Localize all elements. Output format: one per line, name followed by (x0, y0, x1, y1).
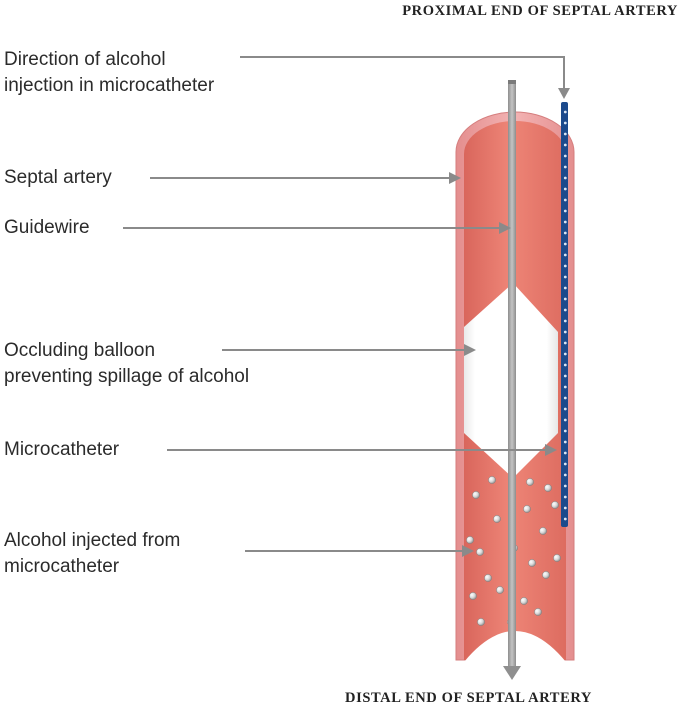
microcatheter-flow-dot (563, 352, 567, 356)
alcohol-droplet (551, 501, 559, 509)
label-guidewire: Guidewire (4, 217, 511, 238)
microcatheter-flow-dot (563, 286, 567, 290)
microcatheter-flow-dot (563, 187, 567, 191)
microcatheter-flow-dot (563, 308, 567, 312)
microcatheter-flow-dot (563, 110, 567, 114)
alcohol-droplet (553, 554, 561, 562)
guidewire-arrowhead (503, 666, 521, 680)
microcatheter-flow-dot (563, 385, 567, 389)
direction-label-line2: injection in microcatheter (4, 75, 215, 96)
microcatheter-flow-dot (563, 198, 567, 202)
microcatheter-flow-dot (563, 517, 567, 521)
alcohol-droplet (477, 618, 485, 626)
alcohol-droplets (466, 476, 561, 626)
alcohol-droplet (539, 527, 547, 535)
microcatheter-flow-dot (563, 319, 567, 323)
guidewire-shaft (508, 82, 516, 668)
microcatheter-label: Microcatheter (4, 439, 120, 460)
microcatheter-flow-dot (563, 242, 567, 246)
microcatheter-alcohol-flow (563, 110, 567, 521)
microcatheter-flow-dot (563, 220, 567, 224)
balloon-label-line1: Occluding balloon (4, 340, 155, 361)
microcatheter-flow-dot (563, 297, 567, 301)
label-direction-of-alcohol: Direction of alcohol injection in microc… (4, 49, 570, 99)
alcohol-droplet (526, 478, 534, 486)
microcatheter-flow-dot (563, 121, 567, 125)
direction-leader-line (240, 56, 565, 88)
alcohol-droplet (496, 586, 504, 594)
guidewire-arrowhead-pointer (499, 222, 511, 234)
alcohol-label-line2: microcatheter (4, 556, 120, 577)
proximal-end-title: PROXIMAL END OF SEPTAL ARTERY (402, 3, 678, 19)
alcohol-droplet (542, 571, 550, 579)
alcohol-droplet (520, 597, 528, 605)
microcatheter-flow-dot (563, 143, 567, 147)
septal-artery-label: Septal artery (4, 167, 112, 188)
microcatheter-arrowhead (545, 444, 557, 456)
alcohol-droplet (493, 515, 501, 523)
balloon-arrowhead (464, 344, 476, 356)
microcatheter-flow-dot (563, 209, 567, 213)
alcohol-droplet (472, 491, 480, 499)
microcatheter-flow-dot (563, 253, 567, 257)
guidewire-label: Guidewire (4, 217, 90, 238)
microcatheter-flow-dot (563, 451, 567, 455)
balloon-label-line2: preventing spillage of alcohol (4, 366, 249, 387)
microcatheter-flow-dot (563, 154, 567, 158)
microcatheter-flow-dot (563, 341, 567, 345)
label-alcohol-injected: Alcohol injected from microcatheter (4, 530, 474, 577)
microcatheter-flow-dot (563, 418, 567, 422)
microcatheter-flow-dot (563, 429, 567, 433)
direction-arrowhead (558, 88, 570, 99)
alcohol-droplet (466, 536, 474, 544)
microcatheter-flow-dot (563, 264, 567, 268)
alcohol-label-line1: Alcohol injected from (4, 530, 180, 551)
microcatheter-flow-dot (563, 165, 567, 169)
microcatheter-flow-dot (563, 330, 567, 334)
guidewire-tip (508, 80, 516, 84)
microcatheter-flow-dot (563, 506, 567, 510)
microcatheter-flow-dot (563, 132, 567, 136)
alcohol-droplet (469, 592, 477, 600)
microcatheter-flow-dot (563, 176, 567, 180)
microcatheter-flow-dot (563, 495, 567, 499)
microcatheter-flow-dot (563, 473, 567, 477)
alcohol-droplet (534, 608, 542, 616)
microcatheter-flow-dot (563, 363, 567, 367)
alcohol-droplet (484, 574, 492, 582)
alcohol-arrowhead (462, 545, 474, 557)
direction-label-line1: Direction of alcohol (4, 49, 166, 70)
alcohol-droplet (488, 476, 496, 484)
alcohol-droplet (528, 559, 536, 567)
guidewire (503, 80, 521, 680)
alcohol-droplet (523, 505, 531, 513)
label-microcatheter: Microcatheter (4, 439, 557, 460)
microcatheter-flow-dot (563, 374, 567, 378)
label-septal-artery: Septal artery (4, 167, 461, 188)
alcohol-droplet (476, 548, 484, 556)
microcatheter-flow-dot (563, 396, 567, 400)
microcatheter-flow-dot (563, 462, 567, 466)
microcatheter-flow-dot (563, 275, 567, 279)
label-occluding-balloon: Occluding balloon preventing spillage of… (4, 340, 476, 387)
distal-end-title: DISTAL END OF SEPTAL ARTERY (345, 690, 592, 706)
microcatheter-flow-dot (563, 231, 567, 235)
microcatheter-flow-dot (563, 407, 567, 411)
microcatheter (561, 102, 568, 527)
alcohol-droplet (544, 484, 552, 492)
microcatheter-flow-dot (563, 440, 567, 444)
microcatheter-flow-dot (563, 484, 567, 488)
septal-artery-arrowhead (449, 172, 461, 184)
